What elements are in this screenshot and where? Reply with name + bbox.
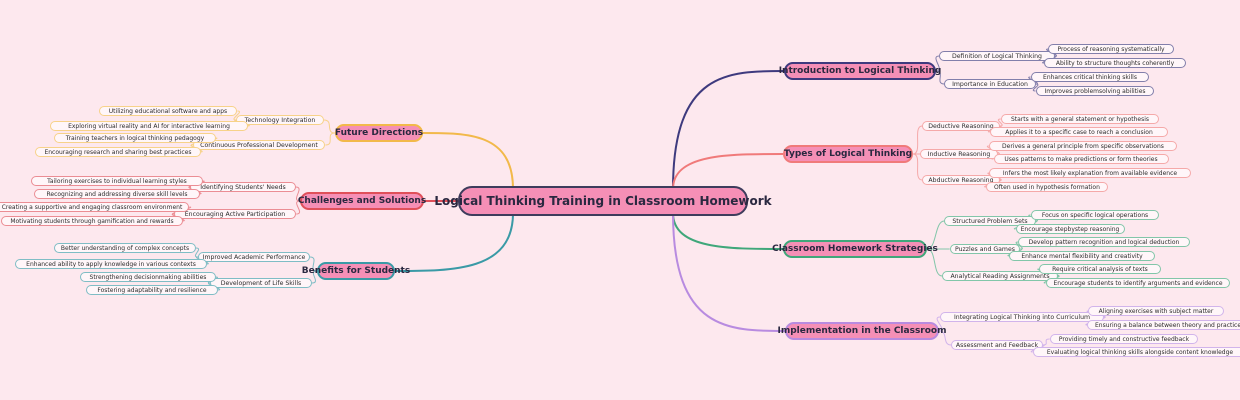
branch-connector [672, 212, 784, 250]
sub-connector [936, 316, 943, 332]
leaf-node[interactable]: Utilizing educational software and apps [98, 106, 238, 116]
leaf-node[interactable]: Evaluating logical thinking skills along… [1032, 347, 1240, 357]
sub-node[interactable]: Assessment and Feedback [951, 340, 1043, 350]
sub-connector [938, 330, 952, 346]
leaf-node[interactable]: Enhance mental flexibility and creativit… [1009, 251, 1155, 261]
branch-node[interactable]: Introduction to Logical Thinking [779, 62, 941, 80]
leaf-node[interactable]: Creating a supportive and engaging class… [0, 202, 190, 212]
leaf-connector [1042, 338, 1050, 346]
sub-connector [926, 248, 943, 277]
sub-connector [935, 70, 945, 85]
sub-connector [295, 186, 301, 202]
leaf-node[interactable]: Encourage students to identify arguments… [1045, 278, 1231, 288]
sub-connector [926, 220, 945, 250]
leaf-node[interactable]: Tailoring exercises to individual learni… [31, 176, 203, 186]
sub-connector [935, 55, 940, 72]
leaf-node[interactable]: Training teachers in logical thinking pe… [54, 133, 216, 143]
leaf-node[interactable]: Uses patterns to make predictions or for… [993, 154, 1169, 164]
sub-connector [311, 270, 318, 284]
branch-connector [672, 212, 786, 332]
sub-connector [323, 119, 336, 134]
root-node[interactable]: Logical Thinking Training in Classroom H… [434, 186, 772, 216]
leaf-node[interactable]: Process of reasoning systematically [1048, 44, 1174, 54]
leaf-node[interactable]: Enhances critical thinking skills [1030, 72, 1150, 82]
branch-node[interactable]: Types of Logical Thinking [783, 145, 913, 163]
leaf-connector [1032, 83, 1039, 92]
branch-node[interactable]: Future Directions [335, 124, 423, 142]
branch-connector [394, 212, 514, 272]
leaf-node[interactable]: Applies it to a specific case to reach a… [989, 127, 1169, 137]
sub-node[interactable]: Importance in Education [944, 79, 1036, 89]
leaf-node[interactable]: Improves problemsolving abilities [1035, 86, 1155, 96]
leaf-node[interactable]: Focus on specific logical operations [1030, 210, 1160, 220]
leaf-node[interactable]: Fostering adaptability and resilience [85, 285, 219, 295]
leaf-node[interactable]: Exploring virtual reality and AI for int… [49, 121, 249, 131]
leaf-node[interactable]: Require critical analysis of texts [1038, 264, 1162, 274]
leaf-node[interactable]: Enhanced ability to apply knowledge in v… [15, 259, 207, 269]
leaf-node[interactable]: Starts with a general statement or hypot… [1000, 114, 1160, 124]
sub-node[interactable]: Improved Academic Performance [197, 252, 311, 262]
sub-node[interactable]: Encouraging Active Participation [173, 209, 297, 219]
sub-node[interactable]: Inductive Reasoning [920, 149, 998, 159]
sub-node[interactable]: Analytical Reading Assignments [942, 271, 1058, 281]
sub-node[interactable]: Technology Integration [236, 115, 324, 125]
sub-node[interactable]: Definition of Logical Thinking [939, 51, 1055, 61]
sub-node[interactable]: Structured Problem Sets [944, 216, 1036, 226]
branch-node[interactable]: Implementation in the Classroom [778, 322, 946, 340]
branch-connector [672, 153, 784, 190]
leaf-node[interactable]: Strengthening decisionmaking abilities [80, 272, 216, 282]
sub-connector [309, 256, 318, 272]
leaf-node[interactable]: Providing timely and constructive feedba… [1049, 334, 1199, 344]
sub-node[interactable]: Identifying Students' Needs [190, 182, 296, 192]
branch-node[interactable]: Challenges and Solutions [298, 192, 426, 210]
branch-connector [422, 132, 514, 190]
sub-connector [912, 125, 923, 155]
leaf-node[interactable]: Better understanding of complex concepts [54, 243, 196, 253]
sub-connector [296, 200, 301, 215]
branch-node[interactable]: Benefits for Students [302, 262, 410, 280]
leaf-node[interactable]: Develop pattern recognition and logical … [1018, 237, 1190, 247]
leaf-node[interactable]: Infers the most likely explanation from … [989, 168, 1191, 178]
sub-node[interactable]: Abductive Reasoning [922, 175, 1000, 185]
sub-node[interactable]: Deductive Reasoning [922, 121, 1000, 131]
leaf-node[interactable]: Encouraging research and sharing best pr… [35, 147, 201, 157]
leaf-node[interactable]: Encourage stepbystep reasoning [1015, 224, 1125, 234]
leaf-node[interactable]: Recognizing and addressing diverse skill… [34, 189, 200, 199]
sub-node[interactable]: Continuous Professional Development [192, 140, 326, 150]
sub-connector [912, 153, 923, 181]
sub-node[interactable]: Integrating Logical Thinking into Curric… [940, 312, 1104, 322]
branch-connector [672, 70, 785, 190]
sub-connector [325, 132, 336, 146]
leaf-node[interactable]: Aligning exercises with subject matter [1088, 306, 1224, 316]
leaf-node[interactable]: Ensuring a balance between theory and pr… [1087, 320, 1240, 330]
leaf-node[interactable]: Often used in hypothesis formation [985, 182, 1109, 192]
sub-node[interactable]: Development of Life Skills [210, 278, 312, 288]
leaf-node[interactable]: Motivating students through gamification… [1, 216, 183, 226]
branch-node[interactable]: Classroom Homework Strategies [772, 240, 938, 258]
sub-node[interactable]: Puzzles and Games [949, 244, 1021, 254]
leaf-node[interactable]: Derives a general principle from specifi… [988, 141, 1178, 151]
leaf-node[interactable]: Ability to structure thoughts coherently [1044, 58, 1186, 68]
